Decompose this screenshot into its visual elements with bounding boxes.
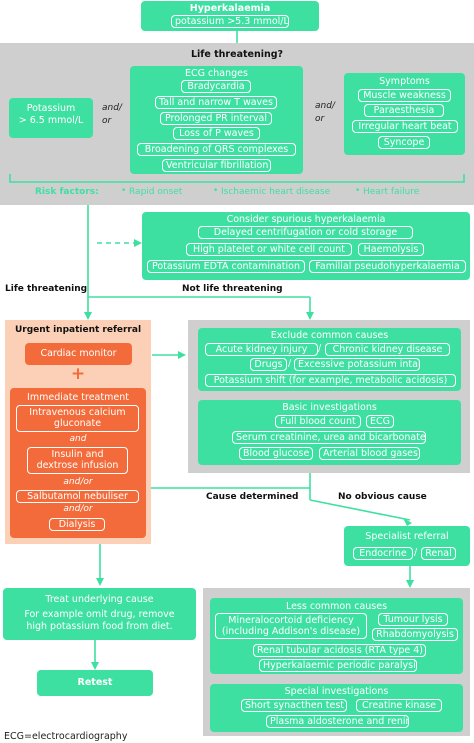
symptom-item: Muscle weakness — [358, 89, 451, 102]
andor-right: and/ or — [315, 101, 335, 124]
hyperkalaemia-title: Hyperkalaemia — [189, 3, 271, 14]
immediate-treatment-title: Immediate treatment — [27, 392, 129, 403]
risk-bullet-icon: • — [355, 186, 361, 196]
arterial-blood-gases: Arterial blood gases — [319, 447, 420, 460]
slash-separator: / — [318, 343, 322, 354]
endocrine: Endocrine — [353, 547, 413, 560]
potassium-threshold: potassium >5.3 mmol/L — [171, 15, 289, 28]
cause-determined-label: Cause determined — [206, 492, 299, 502]
spurious-box — [142, 212, 470, 280]
insulin-dextrose: Insulin and dextrose infusion — [27, 447, 128, 474]
not-life-threatening-branch-label: Not life threatening — [182, 284, 283, 294]
risk-bullet-icon: • — [121, 186, 127, 196]
tumour-lysis: Tumour lysis — [378, 613, 448, 626]
special-investigations-box — [210, 684, 463, 732]
acute-kidney-injury: Acute kidney injury — [205, 343, 318, 356]
hyperkalaemia-box — [141, 1, 319, 31]
ecg-item: Prolonged PR interval — [160, 112, 272, 125]
spurious-title: Consider spurious hyperkalaemia — [226, 214, 386, 225]
cardiac-monitor-box — [25, 343, 132, 365]
treat-underlying-cause-box — [3, 588, 196, 640]
life-threatening-branch-label: Life threatening — [5, 284, 88, 294]
risk-factors-label: Risk factors: — [35, 187, 99, 197]
special-investigations-title: Special investigations — [284, 686, 389, 697]
risk-factor: Rapid onset — [129, 187, 183, 197]
symptom-item: Syncope — [378, 136, 430, 149]
potassium-box-label: Potassium > 6.5 mmol/L — [18, 103, 84, 126]
ecg-item: Broadening of QRS complexes — [137, 143, 296, 156]
no-obvious-cause-label: No obvious cause — [338, 492, 427, 502]
life-threatening-question: Life threatening? — [190, 49, 284, 60]
ecg-changes-title: ECG changes — [185, 68, 248, 79]
less-common-title: Less common causes — [285, 601, 388, 612]
potassium-shift: Potassium shift (for example, metabolic … — [205, 374, 456, 387]
spurious-item: Haemolysis — [358, 243, 424, 256]
ecg-changes-box — [130, 66, 303, 174]
salbutamol-nebuliser: Salbutamol nebuliser — [16, 490, 139, 503]
symptom-item: Paraesthesia — [364, 104, 444, 117]
slash-separator: / — [414, 547, 418, 558]
mineralocortoid-deficiency: Mineralocortoid deficiency (including Ad… — [215, 613, 367, 639]
ecg-test: ECG — [366, 415, 394, 428]
blood-glucose: Blood glucose — [239, 447, 313, 460]
andor-connector-2: and/or — [63, 504, 93, 514]
short-synacthen-test: Short synacthen test — [241, 699, 347, 712]
ecg-item: Ventricular fibrillation — [162, 159, 271, 172]
ecg-item: Tall and narrow T waves — [155, 96, 277, 109]
immediate-treatment-box — [10, 388, 146, 538]
risk-bullet-icon: • — [213, 186, 219, 196]
basic-investigations-box — [198, 400, 461, 465]
andor-left: and/ or — [102, 103, 122, 126]
spurious-item: Potassium EDTA contamination — [147, 260, 305, 273]
retest-box — [37, 670, 153, 696]
treat-underlying-cause-text: For example omit drug, remove high potas… — [24, 609, 175, 632]
rhabdomyolysis: Rhabdomyolysis — [372, 628, 458, 641]
plasma-aldosterone-renin: Plasma aldosterone and renin — [266, 715, 409, 728]
less-common-box — [210, 598, 463, 674]
creatine-kinase: Creatine kinase — [356, 699, 442, 712]
spurious-item: Delayed centrifugation or cold storage — [198, 226, 413, 239]
ecg-item: Bradycardia — [181, 80, 251, 93]
hyperkalaemic-periodic-paralysis: Hyperkalaemic periodic paralysis — [259, 659, 417, 672]
potassium-box — [9, 98, 93, 138]
serum-creatinine: Serum creatinine, urea and bicarbonate — [232, 431, 426, 444]
basic-investigations-title: Basic investigations — [282, 402, 377, 413]
footnote: ECG=electrocardiography — [4, 731, 128, 742]
exclude-causes-title: Exclude common causes — [270, 330, 389, 341]
retest-label: Retest — [77, 677, 113, 688]
risk-factor: Heart failure — [363, 187, 420, 197]
spurious-item: High platelet or white cell count — [186, 243, 352, 256]
renal: Renal — [421, 547, 456, 560]
full-blood-count: Full blood count — [275, 415, 361, 428]
andor-connector-1: and/or — [63, 477, 93, 487]
dialysis: Dialysis — [49, 518, 105, 531]
symptom-item: Irregular heart beat — [352, 120, 458, 133]
treat-underlying-cause-title: Treat underlying cause — [45, 594, 154, 605]
excessive-potassium-intake: Excessive potassium intake — [294, 358, 420, 371]
ecg-item: Loss of P waves — [173, 127, 260, 140]
and-connector: and — [69, 434, 87, 444]
calcium-gluconate: Intravenous calcium gluconate — [16, 405, 139, 432]
renal-tubular-acidosis: Renal tubular acidosis (RTA type 4) — [253, 644, 426, 657]
spurious-item: Familial pseudohyperkalaemia — [309, 260, 466, 273]
risk-factor: Ischaemic heart disease — [221, 187, 331, 197]
plus-icon: + — [70, 364, 86, 384]
cardiac-monitor-label: Cardiac monitor — [40, 348, 117, 359]
chronic-kidney-disease: Chronic kidney disease — [325, 343, 450, 356]
urgent-referral-title: Urgent inpatient referral — [14, 325, 142, 335]
symptoms-title: Symptoms — [379, 76, 430, 87]
specialist-referral-title: Specialist referral — [365, 531, 449, 542]
slash-separator: / — [288, 358, 292, 369]
drugs: Drugs — [250, 358, 287, 371]
